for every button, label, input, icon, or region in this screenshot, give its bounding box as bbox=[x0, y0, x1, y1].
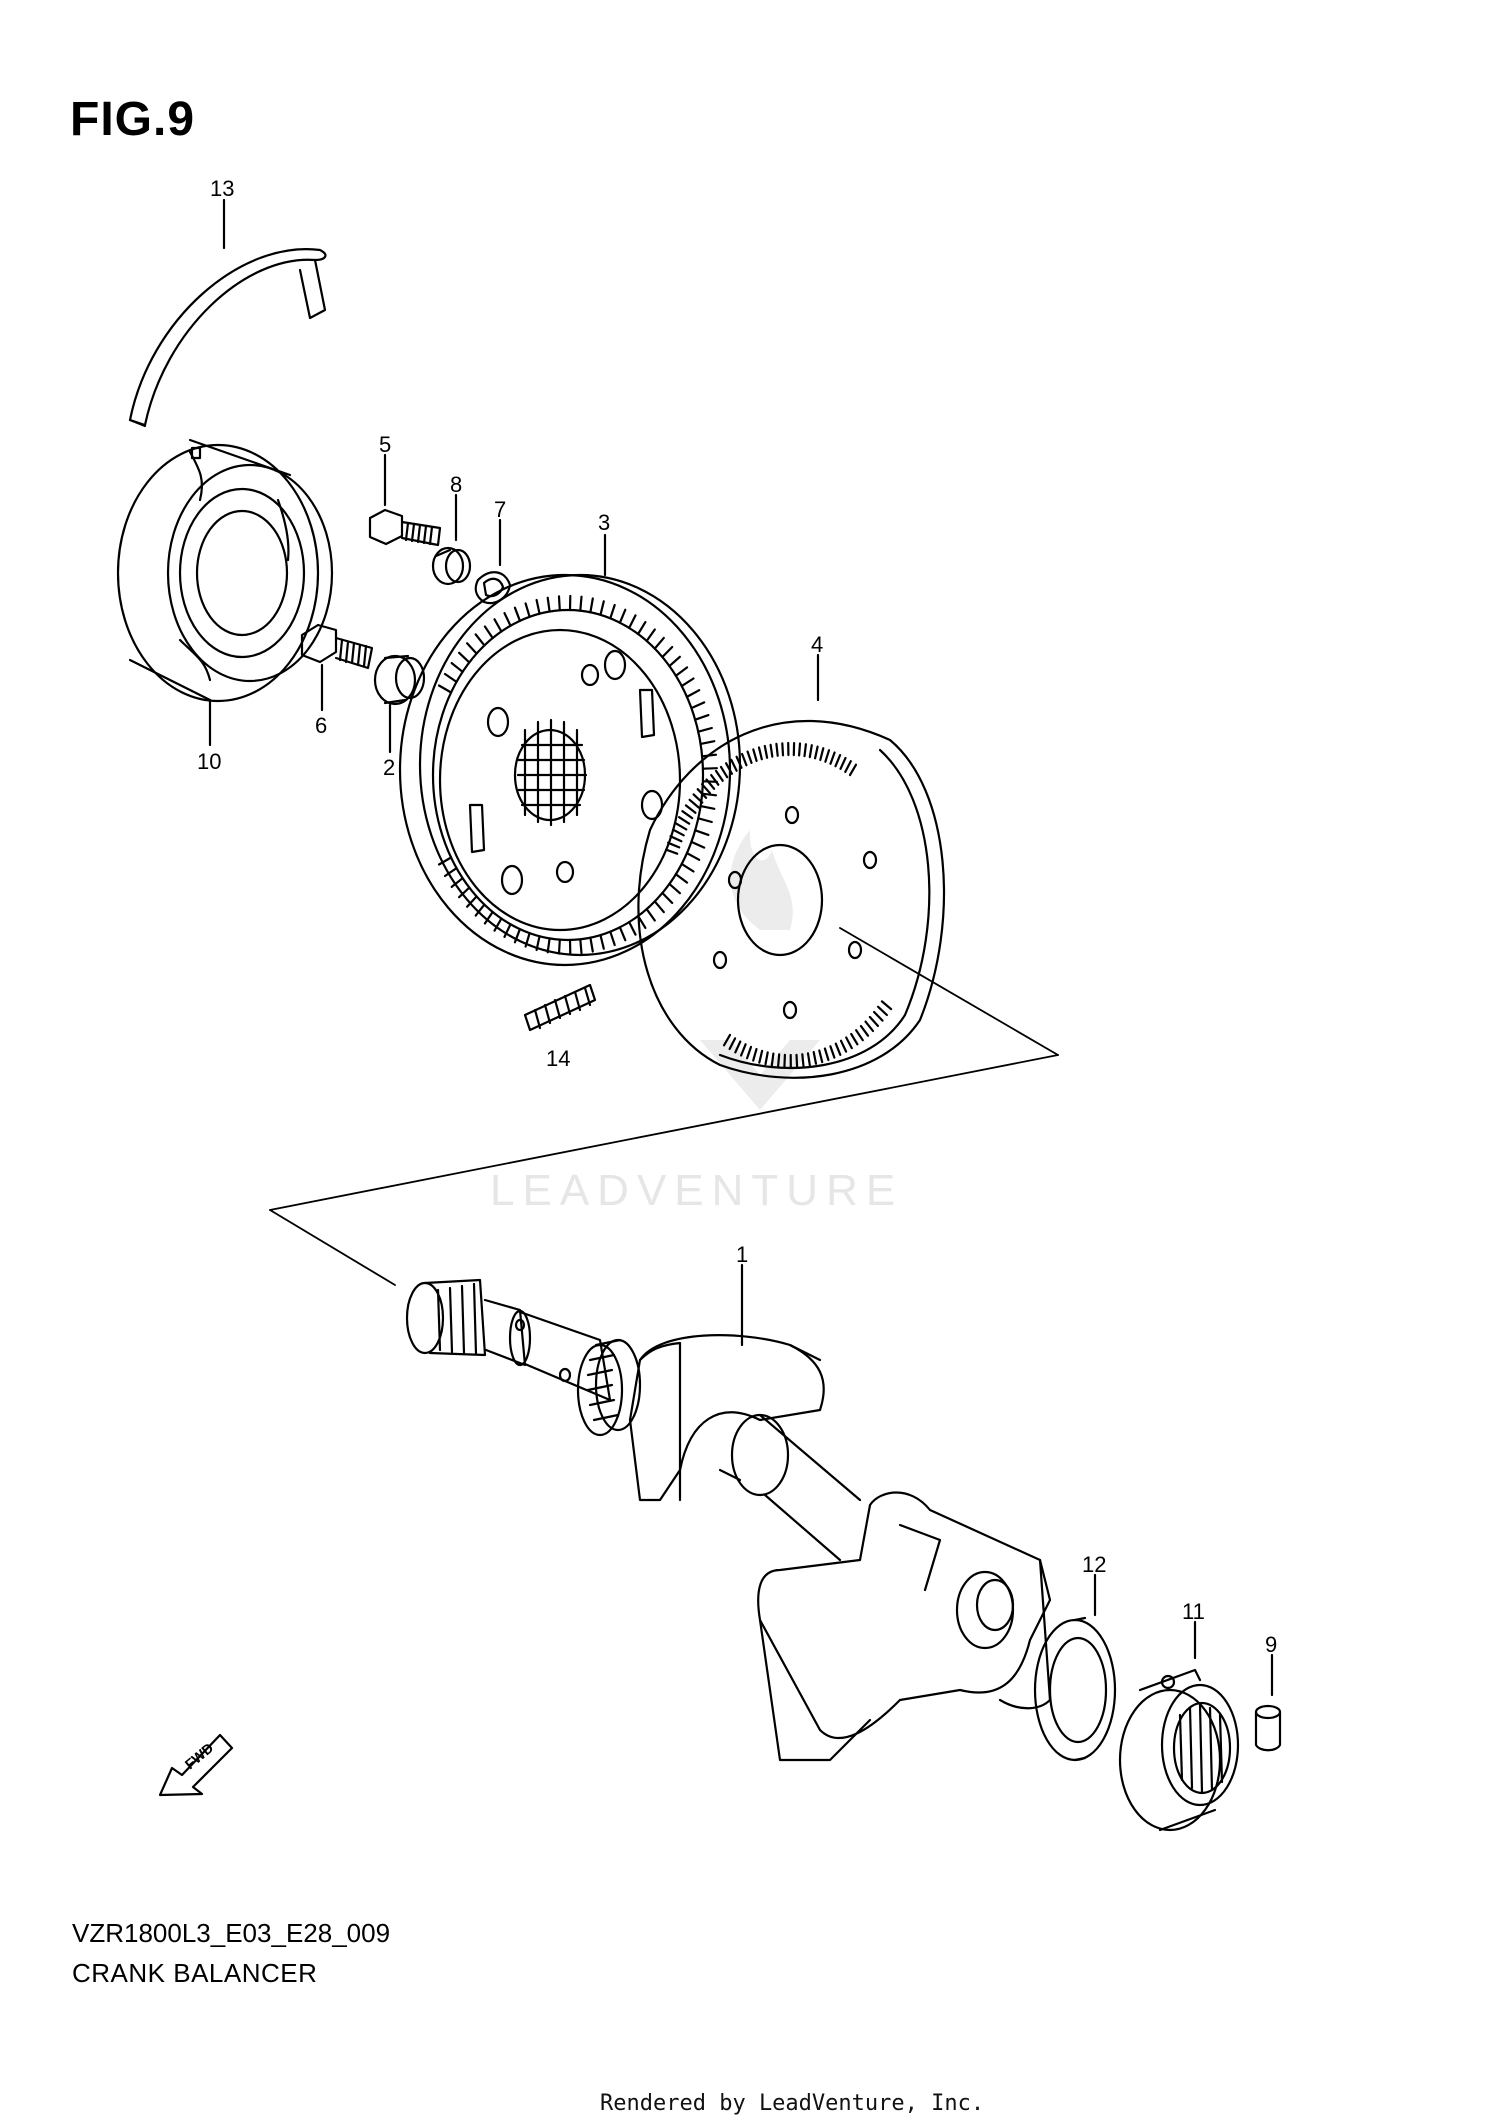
part-6-bolt bbox=[300, 623, 374, 712]
part-8-collar bbox=[431, 493, 472, 586]
gear-4-teeth bbox=[664, 741, 893, 1069]
callout-1: 1 bbox=[736, 1242, 748, 1267]
callout-labels: 13 5 8 7 3 4 6 2 10 14 1 12 11 9 bbox=[197, 176, 1277, 1657]
figure-code: VZR1800L3_E03_E28_009 bbox=[72, 1918, 391, 1948]
callout-5: 5 bbox=[379, 432, 391, 457]
assembly-reference-lines bbox=[269, 927, 1059, 1286]
watermark-text: LEADVENTURE bbox=[490, 1166, 903, 1215]
part-14-spring bbox=[523, 983, 597, 1032]
callout-6: 6 bbox=[315, 713, 327, 738]
gear-3-teeth bbox=[437, 594, 719, 956]
part-2-collar bbox=[373, 654, 426, 754]
figure-title: FIG.9 bbox=[70, 93, 196, 146]
part-11-needle-bearing bbox=[1118, 1620, 1240, 1832]
part-7-plate bbox=[474, 518, 512, 605]
callout-14: 14 bbox=[546, 1046, 570, 1071]
callout-3: 3 bbox=[598, 510, 610, 535]
part-5-bolt bbox=[368, 453, 442, 547]
part-13-snap-ring bbox=[128, 198, 327, 428]
callout-7: 7 bbox=[494, 497, 506, 522]
fwd-arrow-icon: FWD bbox=[158, 1733, 234, 1797]
part-1-crank-balancer-shaft bbox=[405, 1263, 1052, 1762]
callout-12: 12 bbox=[1082, 1552, 1106, 1577]
part-10-bearing bbox=[116, 438, 334, 747]
callout-9: 9 bbox=[1265, 1632, 1277, 1657]
callout-10: 10 bbox=[197, 749, 221, 774]
figure-caption: CRANK BALANCER bbox=[72, 1958, 318, 1988]
rendered-by-footer: Rendered by LeadVenture, Inc. bbox=[600, 2091, 985, 2116]
part-4-drive-gear bbox=[637, 653, 946, 1079]
part-12-thrust-washer bbox=[1033, 1573, 1117, 1762]
callout-2: 2 bbox=[383, 755, 395, 780]
part-9-dowel-pin bbox=[1254, 1653, 1282, 1752]
callout-4: 4 bbox=[811, 632, 823, 657]
part-3-balancer-gear bbox=[398, 533, 742, 967]
callout-11: 11 bbox=[1182, 1599, 1205, 1624]
callout-13: 13 bbox=[210, 176, 234, 201]
callout-8: 8 bbox=[450, 472, 462, 497]
